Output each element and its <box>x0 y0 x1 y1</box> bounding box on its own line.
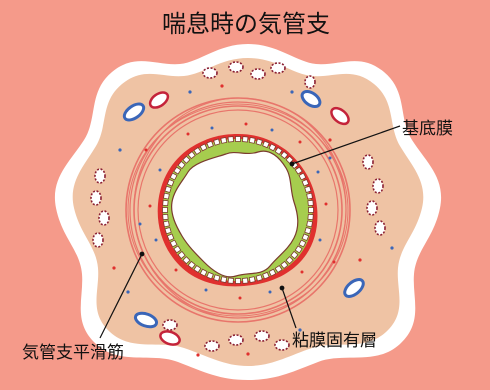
epithelial-cell <box>308 200 313 205</box>
label-bronchial-smooth-muscle: 気管支平滑筋 <box>22 343 124 363</box>
gland <box>229 62 243 72</box>
epithelial-cell <box>309 208 314 213</box>
gland <box>163 320 177 330</box>
gland <box>255 331 269 341</box>
epithelial-cell <box>256 275 262 281</box>
epithelial-cell <box>163 221 169 227</box>
gland <box>367 201 377 215</box>
epithelial-cell <box>236 137 241 142</box>
gland <box>363 155 373 169</box>
epithelial-cell <box>256 139 262 145</box>
epithelial-cell <box>221 137 227 143</box>
epithelial-cell <box>163 208 168 213</box>
gland <box>375 221 385 235</box>
epithelial-cell <box>165 227 171 233</box>
epithelial-cell <box>305 227 311 233</box>
epithelial-cell <box>221 277 227 283</box>
gland <box>93 233 103 247</box>
epithelial-cell <box>249 277 255 283</box>
epithelial-cell <box>163 214 168 219</box>
label-basement-membrane: 基底膜 <box>402 119 453 139</box>
epithelial-cell <box>307 193 313 199</box>
gland <box>95 169 105 183</box>
epithelial-cell <box>228 278 233 283</box>
epithelial-cell <box>242 278 247 283</box>
epithelial-cell <box>307 221 313 227</box>
gland <box>91 191 101 205</box>
gland <box>203 68 217 78</box>
gland <box>271 63 285 73</box>
epithelial-cell <box>165 186 171 192</box>
gland <box>373 179 383 193</box>
epithelial-cell <box>236 279 241 284</box>
gland <box>229 335 243 345</box>
epithelial-cell <box>163 200 168 205</box>
epithelial-cell <box>308 214 313 219</box>
epithelial-cell <box>214 139 220 145</box>
label-lamina-propria: 粘膜固有層 <box>292 331 377 351</box>
epithelial-cell <box>228 137 233 142</box>
epithelial-cell <box>214 275 220 281</box>
gland <box>275 340 289 350</box>
gland <box>99 211 109 225</box>
gland <box>251 69 265 79</box>
gland <box>205 341 219 351</box>
diagram-title: 喘息時の気管支 <box>162 10 330 38</box>
epithelial-cell <box>163 193 169 199</box>
epithelial-cell <box>305 186 311 192</box>
epithelial-cell <box>249 137 255 143</box>
epithelial-cell <box>242 137 247 142</box>
gland <box>305 76 315 88</box>
